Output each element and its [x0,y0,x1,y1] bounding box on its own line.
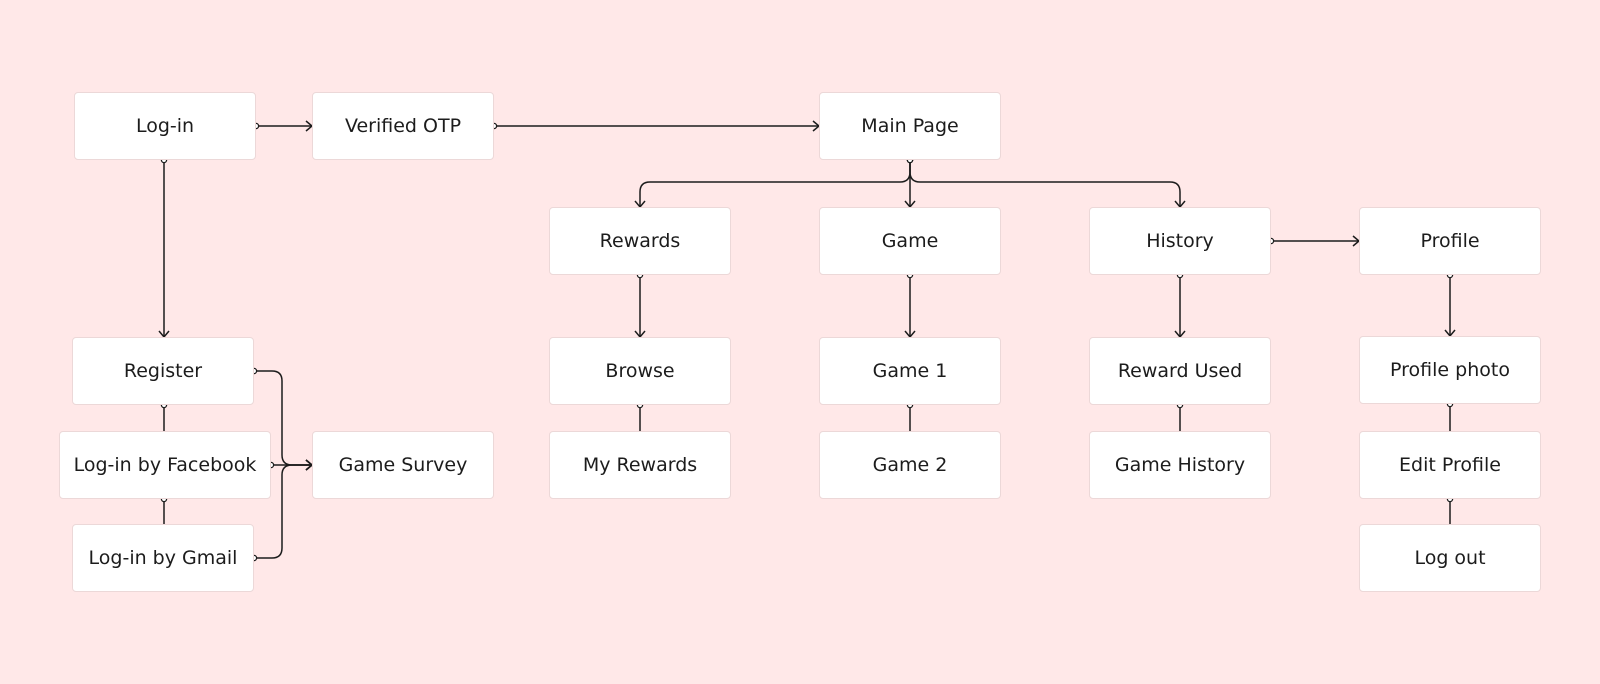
connector-rewards-to-browse [634,271,646,339]
node-rewards[interactable]: Rewards [549,207,731,275]
node-game-2[interactable]: Game 2 [819,431,1001,499]
node-profile[interactable]: Profile [1359,207,1541,275]
connector-verified-otp-to-main-page [490,120,821,132]
node-browse[interactable]: Browse [549,337,731,405]
connector-login-to-register [158,156,170,339]
connector-edit-profile-to-log-out [1446,495,1454,524]
node-log-in-by-gmail[interactable]: Log-in by Gmail [72,524,254,592]
node-game[interactable]: Game [819,207,1001,275]
connector-register-to-login-facebook [160,401,168,431]
node-game-1[interactable]: Game 1 [819,337,1001,405]
connector-history-to-profile [1267,235,1361,247]
node-my-rewards[interactable]: My Rewards [549,431,731,499]
connector-login-facebook-to-login-gmail [160,495,168,524]
connector-main-page-to-history [906,156,1186,209]
connector-browse-to-my-rewards [636,401,644,431]
node-reward-used[interactable]: Reward Used [1089,337,1271,405]
node-game-survey[interactable]: Game Survey [312,431,494,499]
connector-login-to-verified-otp [252,120,314,132]
connector-game-1-to-game-2 [906,401,914,431]
node-register[interactable]: Register [72,337,254,405]
connector-reward-used-to-game-history [1176,401,1184,431]
node-game-history[interactable]: Game History [1089,431,1271,499]
node-verified-otp[interactable]: Verified OTP [312,92,494,160]
node-log-in-by-facebook[interactable]: Log-in by Facebook [59,431,271,499]
node-log-out[interactable]: Log out [1359,524,1541,592]
connector-history-to-reward-used [1174,271,1186,339]
node-log-in[interactable]: Log-in [74,92,256,160]
node-history[interactable]: History [1089,207,1271,275]
node-profile-photo[interactable]: Profile photo [1359,336,1541,404]
node-main-page[interactable]: Main Page [819,92,1001,160]
connector-game-to-game-1 [904,271,916,339]
connector-main-page-to-rewards [634,156,914,209]
node-edit-profile[interactable]: Edit Profile [1359,431,1541,499]
connector-profile-to-profile-photo [1444,271,1456,338]
connector-profile-photo-to-edit-profile [1446,400,1454,431]
